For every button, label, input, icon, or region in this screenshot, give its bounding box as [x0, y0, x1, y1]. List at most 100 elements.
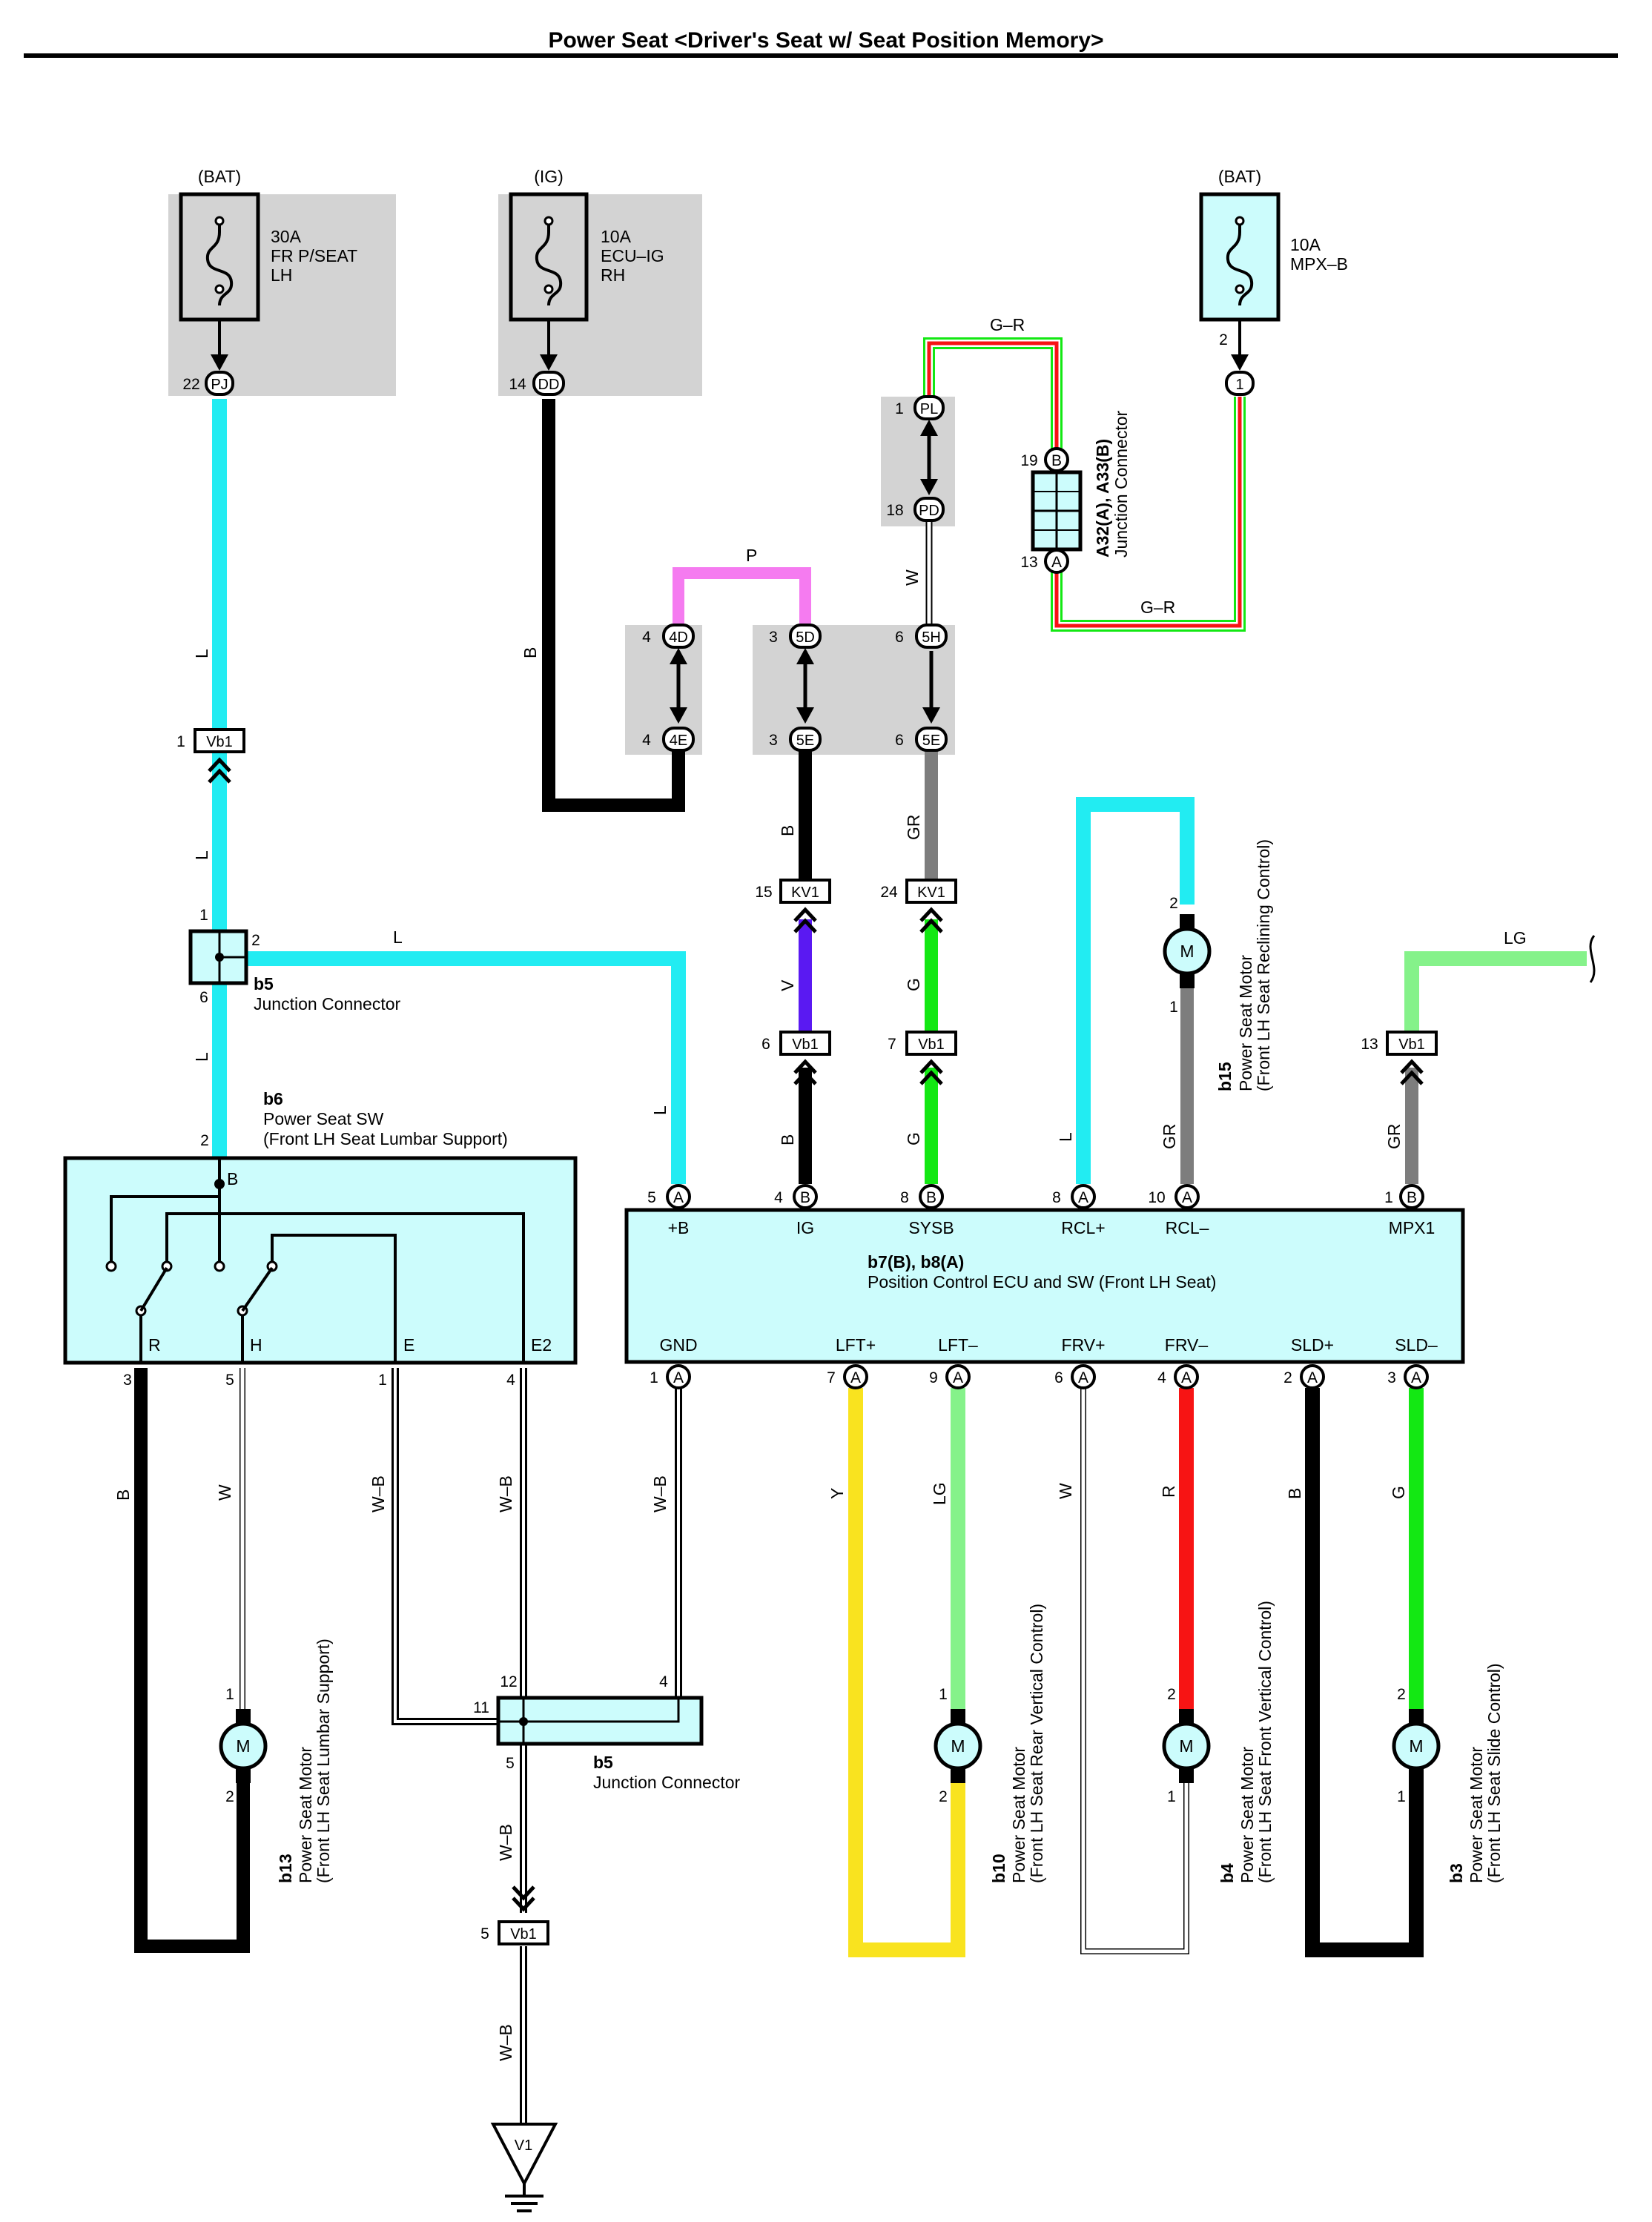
svg-text:LFT+: LFT+	[836, 1335, 876, 1355]
svg-text:11: 11	[473, 1699, 489, 1716]
svg-text:b4: b4	[1217, 1863, 1237, 1883]
svg-text:B: B	[1407, 1189, 1417, 1206]
svg-text:b7(B), b8(A): b7(B), b8(A)	[868, 1252, 964, 1272]
svg-text:6: 6	[895, 629, 904, 646]
svg-text:6: 6	[199, 989, 208, 1006]
motor-b4: M 2 1 b4 Power Seat Motor (Front LH Seat…	[1162, 1601, 1275, 1883]
svg-text:1: 1	[1384, 1189, 1393, 1206]
svg-text:A32(A), A33(B): A32(A), A33(B)	[1093, 439, 1112, 558]
wire-L-rcl	[1076, 797, 1195, 1184]
svg-text:6: 6	[761, 1036, 770, 1053]
svg-text:Vb1: Vb1	[510, 1926, 537, 1942]
connector-5h-5e: 5H 6 5E 6	[895, 624, 948, 752]
svg-text:B: B	[800, 1189, 810, 1206]
svg-text:W: W	[1056, 1483, 1075, 1499]
svg-text:b15: b15	[1215, 1062, 1235, 1091]
svg-text:KV1: KV1	[791, 884, 819, 901]
svg-text:4: 4	[659, 1673, 668, 1690]
wire-continuation-mark	[1589, 935, 1596, 983]
svg-text:5H: 5H	[922, 629, 941, 646]
svg-text:2: 2	[251, 932, 260, 949]
svg-text:4: 4	[642, 732, 651, 749]
svg-text:W–B: W–B	[496, 1475, 515, 1512]
svg-text:2: 2	[1169, 895, 1178, 912]
svg-text:Position Control ECU and SW (F: Position Control ECU and SW (Front LH Se…	[868, 1272, 1216, 1292]
fuse-fr-pseat: (BAT) 30A FR P/SEAT LH PJ 22	[179, 167, 357, 396]
fuse-1-conn: PJ	[211, 377, 228, 393]
fuse-1-name: FR P/SEAT	[271, 246, 357, 265]
svg-text:1: 1	[1169, 999, 1178, 1016]
wire-WB-E	[391, 1368, 498, 1725]
svg-text:LFT–: LFT–	[938, 1335, 978, 1355]
wire-Y	[848, 1388, 965, 1957]
svg-text:3: 3	[769, 732, 778, 749]
svg-text:(Front LH Seat Lumbar Support): (Front LH Seat Lumbar Support)	[263, 1129, 508, 1148]
svg-text:1: 1	[225, 1686, 234, 1703]
svg-text:Junction Connector: Junction Connector	[254, 994, 401, 1014]
svg-text:13: 13	[1020, 554, 1037, 571]
svg-text:G: G	[904, 1132, 923, 1145]
svg-text:E: E	[403, 1335, 414, 1355]
svg-text:L: L	[650, 1105, 670, 1115]
connector-vb1-e: Vb1 5	[480, 1885, 549, 1945]
svg-text:A: A	[1181, 1369, 1192, 1386]
svg-text:G: G	[904, 978, 923, 991]
svg-text:2: 2	[1397, 1686, 1406, 1703]
svg-text:G–R: G–R	[1140, 598, 1175, 617]
wire-LG	[1404, 951, 1587, 1034]
svg-text:7: 7	[888, 1036, 896, 1053]
svg-text:GR: GR	[1384, 1124, 1404, 1150]
svg-text:W–B: W–B	[496, 1824, 515, 1861]
svg-text:FRV+: FRV+	[1061, 1335, 1105, 1355]
svg-text:7: 7	[827, 1369, 836, 1386]
svg-text:V1: V1	[515, 2137, 532, 2154]
svg-text:15: 15	[755, 884, 772, 901]
fuse-2-name: ECU–IG	[601, 246, 664, 265]
fuse-2-shade	[498, 194, 702, 396]
svg-text:24: 24	[880, 884, 898, 901]
svg-text:RCL+: RCL+	[1061, 1218, 1105, 1237]
fuse-3-rating: 10A	[1290, 235, 1321, 254]
svg-text:B: B	[113, 1489, 133, 1501]
svg-text:Power Seat Motor: Power Seat Motor	[1467, 1747, 1486, 1883]
svg-text:Y: Y	[827, 1488, 847, 1499]
fuse-2-suffix: RH	[601, 265, 625, 285]
motor-b10: M 1 2 b10 Power Seat Motor (Front LH Sea…	[934, 1604, 1046, 1883]
svg-text:5: 5	[225, 1372, 234, 1389]
svg-text:4D: 4D	[669, 629, 688, 646]
svg-text:B: B	[227, 1169, 238, 1188]
svg-text:R: R	[148, 1335, 161, 1355]
svg-text:3: 3	[1387, 1369, 1396, 1386]
svg-text:b6: b6	[263, 1089, 283, 1108]
motor-b3: M 2 1 b3 Power Seat Motor (Front LH Seat…	[1392, 1663, 1504, 1883]
svg-text:LG: LG	[930, 1482, 949, 1505]
position-control-ecu: b7(B), b8(A) Position Control ECU and SW…	[624, 1184, 1465, 1389]
fuse-1-suffix: LH	[271, 265, 292, 285]
svg-text:5: 5	[647, 1189, 656, 1206]
svg-text:L: L	[1056, 1132, 1075, 1142]
svg-text:B: B	[926, 1189, 936, 1206]
svg-text:PL: PL	[920, 401, 938, 417]
svg-text:5E: 5E	[796, 733, 814, 749]
svg-text:(Front LH Seat Front Vertical: (Front LH Seat Front Vertical Control)	[1255, 1601, 1275, 1883]
svg-text:1: 1	[378, 1372, 387, 1389]
fuse-1-source: (BAT)	[198, 167, 241, 186]
svg-text:5: 5	[506, 1755, 515, 1772]
svg-text:A: A	[673, 1369, 684, 1386]
svg-text:R: R	[1159, 1485, 1178, 1498]
fuse-2-source: (IG)	[534, 167, 564, 186]
svg-text:4: 4	[642, 629, 651, 646]
page-title: Power Seat <Driver's Seat w/ Seat Positi…	[548, 28, 1103, 53]
fuse-1-rating: 30A	[271, 227, 302, 246]
svg-text:2: 2	[200, 1132, 209, 1149]
svg-text:SYSB: SYSB	[908, 1218, 954, 1237]
svg-text:GR: GR	[904, 815, 923, 841]
svg-text:IG: IG	[796, 1218, 814, 1237]
svg-text:Vb1: Vb1	[206, 734, 233, 750]
svg-text:1: 1	[1167, 1788, 1176, 1805]
svg-text:E2: E2	[531, 1335, 552, 1355]
wire-G-R-bottom	[1051, 397, 1246, 632]
svg-text:G–R: G–R	[990, 315, 1025, 334]
svg-text:B: B	[1285, 1488, 1304, 1499]
title-rule	[24, 53, 1618, 58]
